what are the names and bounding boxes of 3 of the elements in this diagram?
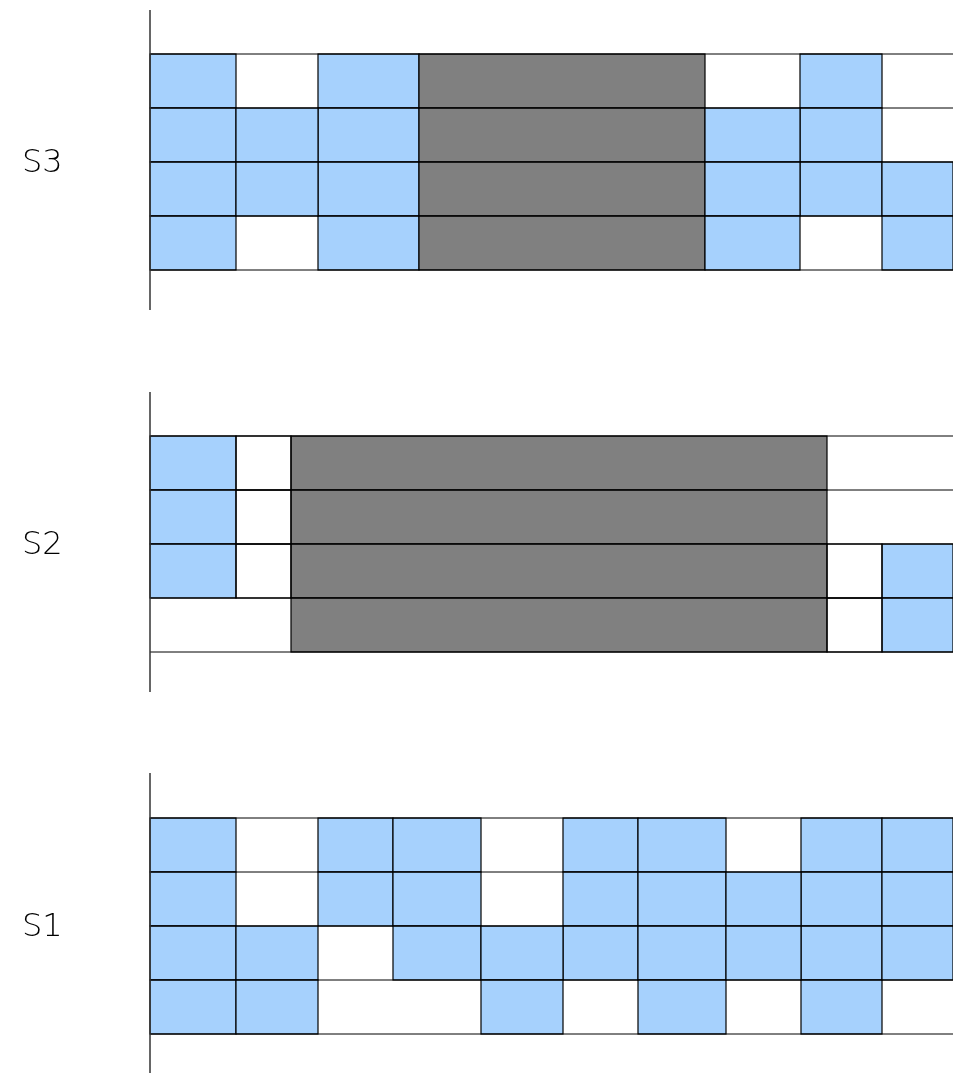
lane-label: S1 [22, 909, 63, 941]
lane-label: S2 [22, 527, 63, 559]
lane-label: S3 [22, 145, 63, 177]
